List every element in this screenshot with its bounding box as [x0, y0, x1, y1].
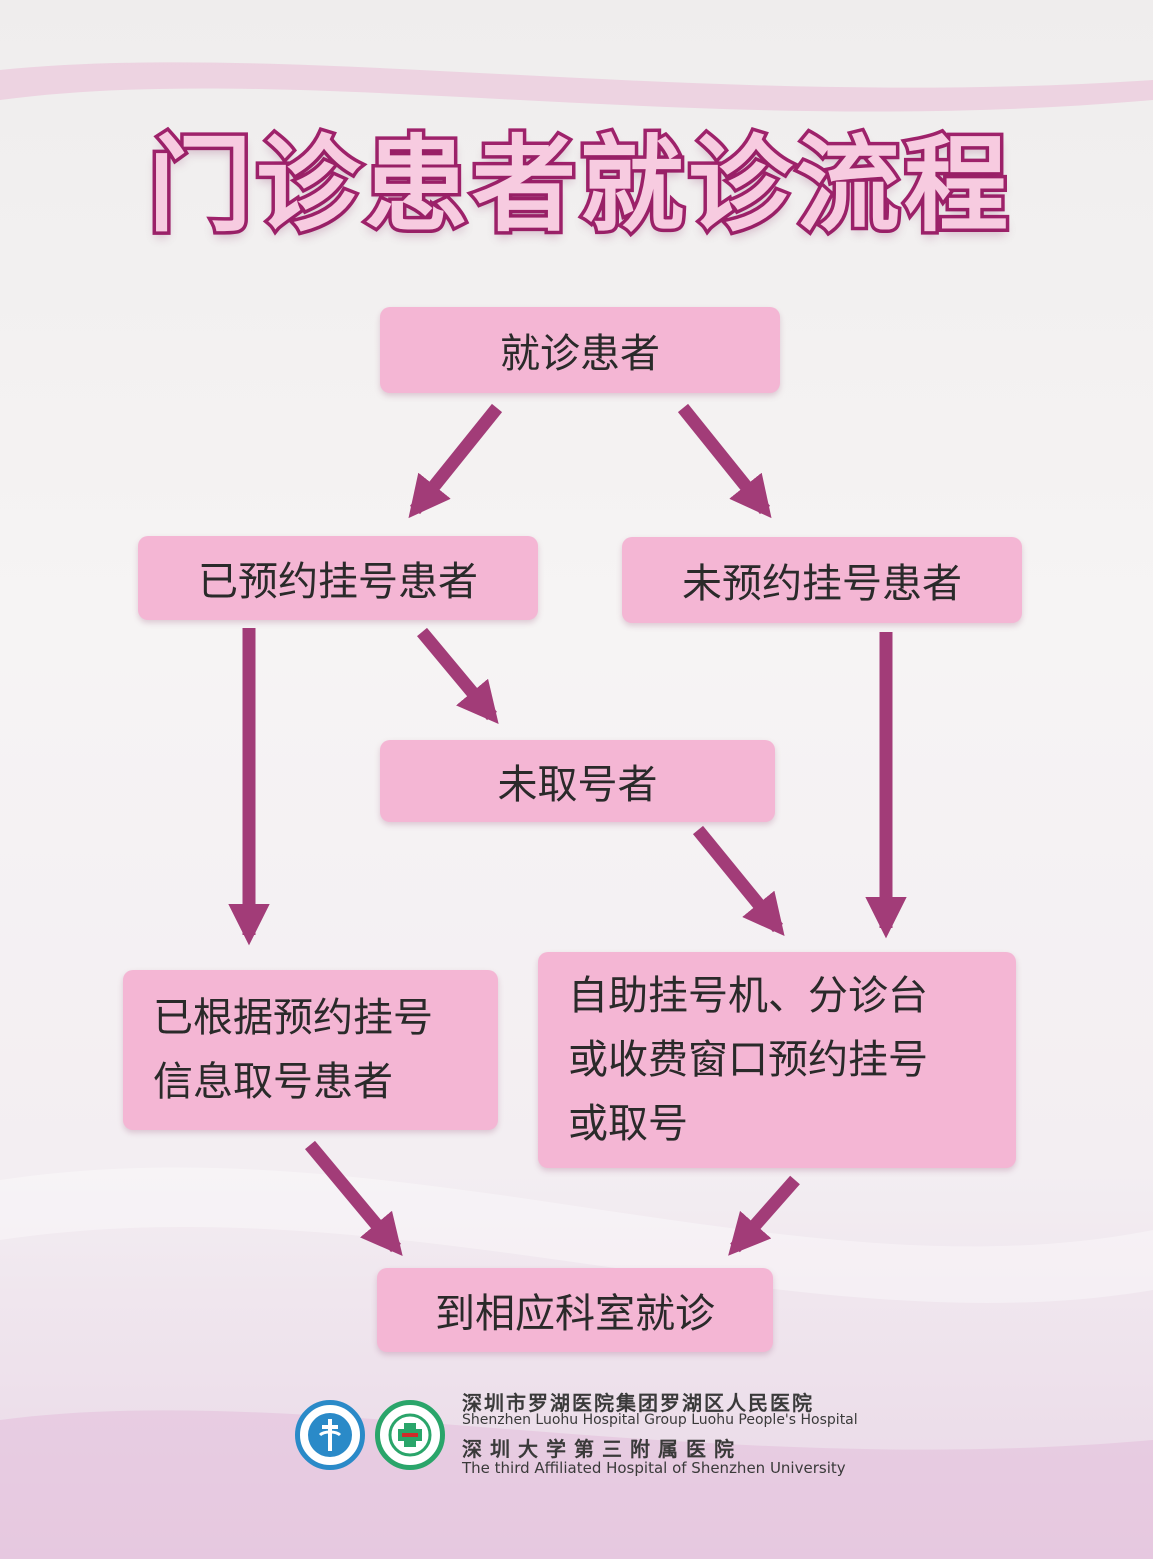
node-end-label: 到相应科室就诊: [435, 1291, 715, 1337]
node-not-collected-label: 未取号者: [497, 762, 658, 808]
arrow-collected-to-end: [305, 1140, 403, 1256]
node-start-label: 就诊患者: [500, 331, 660, 377]
node-collected: 已根据预约挂号 信息取号患者: [123, 970, 498, 1130]
node-booked-label: 已预约挂号患者: [198, 559, 478, 605]
page-title: 门诊患者就诊流程: [144, 121, 1012, 250]
node-self-service: 自助挂号机、分诊台 或收费窗口预约挂号 或取号: [538, 952, 1016, 1168]
footer: 深圳市罗湖医院集团罗湖区人民医院 Shenzhen Luohu Hospital…: [295, 1385, 895, 1485]
arrow-booked-to-not-collected: [417, 627, 499, 724]
node-end: 到相应科室就诊: [377, 1268, 773, 1352]
arrow-start-to-booked: [408, 403, 503, 519]
hospital-group-logo: [295, 1400, 365, 1470]
node-collected-label: 已根据预约挂号 信息取号患者: [153, 995, 433, 1105]
node-unbooked-label: 未预约挂号患者: [682, 561, 962, 607]
arrow-self-service-to-end: [728, 1175, 800, 1256]
node-self-service-label: 自助挂号机、分诊台 或收费窗口预约挂号 或取号: [568, 973, 928, 1147]
node-booked: 已预约挂号患者: [138, 536, 538, 620]
peoples-hospital-logo: [375, 1400, 445, 1470]
node-start: 就诊患者: [380, 307, 780, 393]
org-name-en-2: The third Affiliated Hospital of Shenzhe…: [462, 1459, 846, 1477]
arrow-not-collected-to-self-service: [692, 825, 785, 937]
node-not-collected: 未取号者: [380, 740, 775, 822]
arrow-start-to-unbooked: [677, 403, 772, 519]
org-name-cn-1: 深圳市罗湖医院集团罗湖区人民医院: [462, 1391, 814, 1415]
node-unbooked: 未预约挂号患者: [622, 537, 1022, 623]
org-name-cn-2: 深圳大学第三附属医院: [462, 1437, 742, 1461]
org-name-en-1: Shenzhen Luohu Hospital Group Luohu Peop…: [462, 1412, 858, 1428]
